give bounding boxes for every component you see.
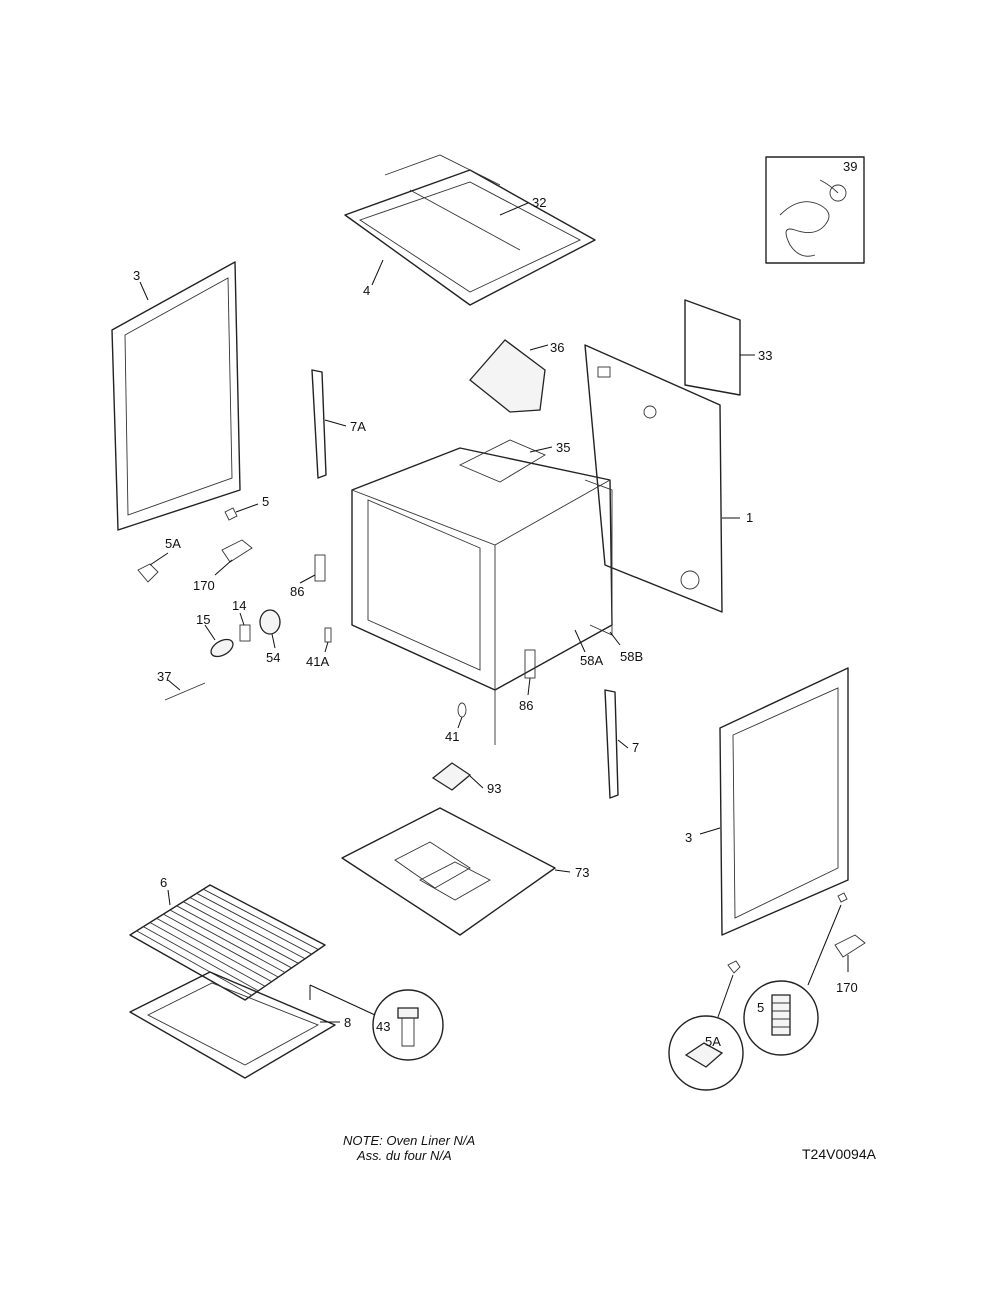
part-86-lower-switch: 86 xyxy=(519,649,536,713)
part-170-left-hinge-bracket: 170 xyxy=(193,539,253,593)
callout-7: 7 xyxy=(632,740,639,755)
part-4-top-panel: 32 4 xyxy=(344,154,596,306)
callout-41: 41 xyxy=(445,729,459,744)
part-1-back-panel: 1 xyxy=(584,344,753,613)
callout-8: 8 xyxy=(344,1015,351,1030)
rack-wire xyxy=(183,901,299,964)
callout-33: 33 xyxy=(758,348,772,363)
part-39-power-cord-inset: 39 xyxy=(765,156,865,264)
callout-170-right: 170 xyxy=(836,980,858,995)
part-14-socket: 14 xyxy=(232,598,251,642)
callout-1: 1 xyxy=(746,510,753,525)
callout-7A: 7A xyxy=(350,419,366,434)
callout-3-left: 3 xyxy=(133,268,140,283)
callout-35: 35 xyxy=(556,440,570,455)
part-36-bracket: 36 xyxy=(469,339,564,413)
callout-36: 36 xyxy=(550,340,564,355)
part-41A-connector: 41A xyxy=(306,627,332,669)
drawing-code: T24V0094A xyxy=(802,1146,876,1162)
callout-3-right: 3 xyxy=(685,830,692,845)
callout-93: 93 xyxy=(487,781,501,796)
note-line-french: Ass. du four N/A xyxy=(357,1148,452,1163)
callout-86-bottom: 86 xyxy=(519,698,533,713)
callout-5A-left: 5A xyxy=(165,536,181,551)
part-15-bulb: 15 xyxy=(196,612,234,658)
callout-54: 54 xyxy=(266,650,280,665)
oven-body: 35 58A 58B xyxy=(351,439,643,745)
part-5-left-screw: 5 xyxy=(224,494,269,521)
callout-6: 6 xyxy=(160,875,167,890)
rack-wire xyxy=(149,922,266,987)
callout-43: 43 xyxy=(376,1019,390,1034)
callout-170-left: 170 xyxy=(193,578,215,593)
part-5A-left-clip: 5A xyxy=(137,536,181,583)
note-line-english: NOTE: Oven Liner N/A xyxy=(343,1133,476,1148)
part-3-left-side-panel: 3 xyxy=(111,261,241,531)
part-54-lens: 54 xyxy=(259,609,281,665)
callout-58B: 58B xyxy=(620,649,643,664)
rack-wire xyxy=(196,892,312,955)
callout-39: 39 xyxy=(843,159,857,174)
part-93-bake-element-cover: 93 xyxy=(431,762,501,796)
callout-41A: 41A xyxy=(306,654,329,669)
callout-32: 32 xyxy=(532,195,546,210)
rack-wire xyxy=(163,913,279,978)
callout-58A: 58A xyxy=(580,653,603,668)
rack-wire xyxy=(189,897,306,960)
callout-5A-right: 5A xyxy=(705,1034,721,1049)
oven-liner-note: NOTE: Oven Liner N/A Ass. du four N/A xyxy=(343,1133,475,1163)
part-43-screw-detail: 43 xyxy=(309,984,444,1061)
rack-wire xyxy=(136,930,252,996)
part-5A-clip-detail: 5A xyxy=(668,960,744,1091)
part-8-oven-bottom-liner: 8 xyxy=(129,971,351,1079)
callout-86-top: 86 xyxy=(290,584,304,599)
part-6-oven-rack: 6 xyxy=(129,875,326,1001)
part-3-right-side-panel: 3 xyxy=(685,667,849,936)
part-86-upper-switch: 86 xyxy=(290,554,326,599)
callout-5-right: 5 xyxy=(757,1000,764,1015)
callout-15: 15 xyxy=(196,612,210,627)
part-5-screw-detail: 5 xyxy=(743,892,848,1056)
callout-14: 14 xyxy=(232,598,246,613)
rack-wire xyxy=(169,909,286,973)
callout-37: 37 xyxy=(157,669,171,684)
part-7-right-hinge: 7 xyxy=(604,689,639,799)
rack-wire xyxy=(203,888,319,950)
part-41-sensor: 41 xyxy=(445,702,467,744)
callout-5-left: 5 xyxy=(262,494,269,509)
part-170-right-hinge-bracket: 170 xyxy=(834,934,866,995)
callout-4: 4 xyxy=(363,283,370,298)
rack-wire xyxy=(176,905,292,969)
rack-wire xyxy=(156,917,272,983)
part-37-wire: 37 xyxy=(157,669,206,701)
part-73-bottom-panel: 73 xyxy=(341,807,589,936)
callout-73: 73 xyxy=(575,865,589,880)
part-7A-hinge: 7A xyxy=(311,369,366,479)
part-33-back-bracket: 33 xyxy=(684,299,772,396)
rack-wire xyxy=(143,926,259,992)
